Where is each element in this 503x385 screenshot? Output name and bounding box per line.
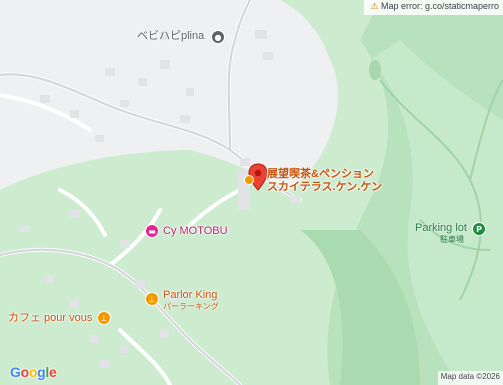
logo-letter: g	[37, 364, 46, 380]
selected-place-name-line2[interactable]: スカイテラス.ケン.ケン	[267, 181, 383, 193]
hotel-icon[interactable]: ▬	[145, 224, 159, 238]
place-label-parlor-king[interactable]: Parlor King	[163, 289, 218, 301]
shop-icon[interactable]: ●	[211, 30, 225, 44]
place-sublabel-parking: 駐車場	[440, 235, 464, 244]
warning-icon: ⚠	[370, 2, 379, 12]
red-pin-icon[interactable]	[248, 163, 268, 191]
forest-area-dark	[300, 230, 420, 385]
logo-letter: G	[10, 364, 21, 380]
trails	[379, 79, 503, 301]
golf-course	[370, 40, 503, 385]
map-attribution[interactable]: Map data ©2026	[437, 371, 503, 385]
logo-letter: l	[45, 364, 49, 380]
urban-area	[0, 0, 338, 190]
restaurant-icon[interactable]: ⊥	[145, 292, 159, 306]
place-label-cafe-pour-vous[interactable]: カフェ pour vous	[8, 312, 93, 324]
google-logo[interactable]: Google	[10, 364, 57, 380]
place-label-cy-motobu[interactable]: Cy MOTOBU	[163, 225, 228, 237]
logo-letter: o	[28, 364, 38, 380]
map-error-banner[interactable]: ⚠ Map error: g.co/staticmaperro	[364, 0, 503, 15]
tree-cluster	[369, 60, 381, 80]
restaurant-icon	[244, 175, 254, 185]
map-error-text: Map error: g.co/staticmaperro	[380, 1, 499, 11]
place-sublabel-parlor-king: パーラーキング	[163, 302, 219, 311]
place-label-bebihapi[interactable]: ベビハピplina	[137, 30, 205, 42]
logo-letter: e	[48, 364, 57, 380]
logo-letter: o	[20, 364, 30, 380]
restaurant-icon[interactable]: ⊥	[97, 311, 111, 325]
place-label-parking[interactable]: Parking lot	[415, 222, 467, 234]
buildings	[20, 30, 300, 368]
selected-place-name-line1[interactable]: 展望喫茶&ペンション	[267, 168, 374, 180]
parking-icon[interactable]: P	[472, 222, 486, 236]
